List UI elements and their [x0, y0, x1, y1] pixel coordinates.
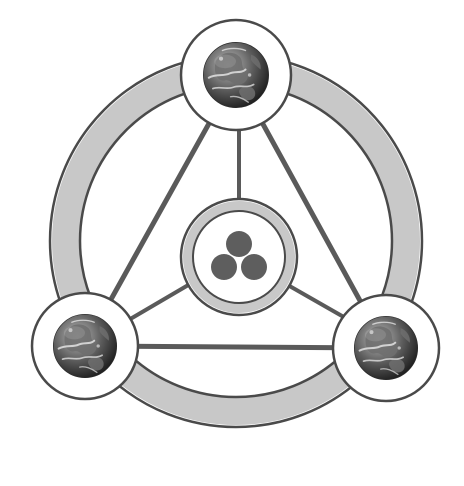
- dot-top: [226, 231, 252, 257]
- node-bottom-left: [32, 293, 138, 399]
- center-hub: [181, 199, 297, 315]
- dot-left: [211, 254, 237, 280]
- node-bottom-right: [333, 295, 439, 401]
- dot-right: [241, 254, 267, 280]
- globe-icon: [354, 316, 417, 379]
- globe-icon: [203, 42, 268, 107]
- globe-icon: [53, 314, 116, 377]
- node-top: [181, 20, 291, 130]
